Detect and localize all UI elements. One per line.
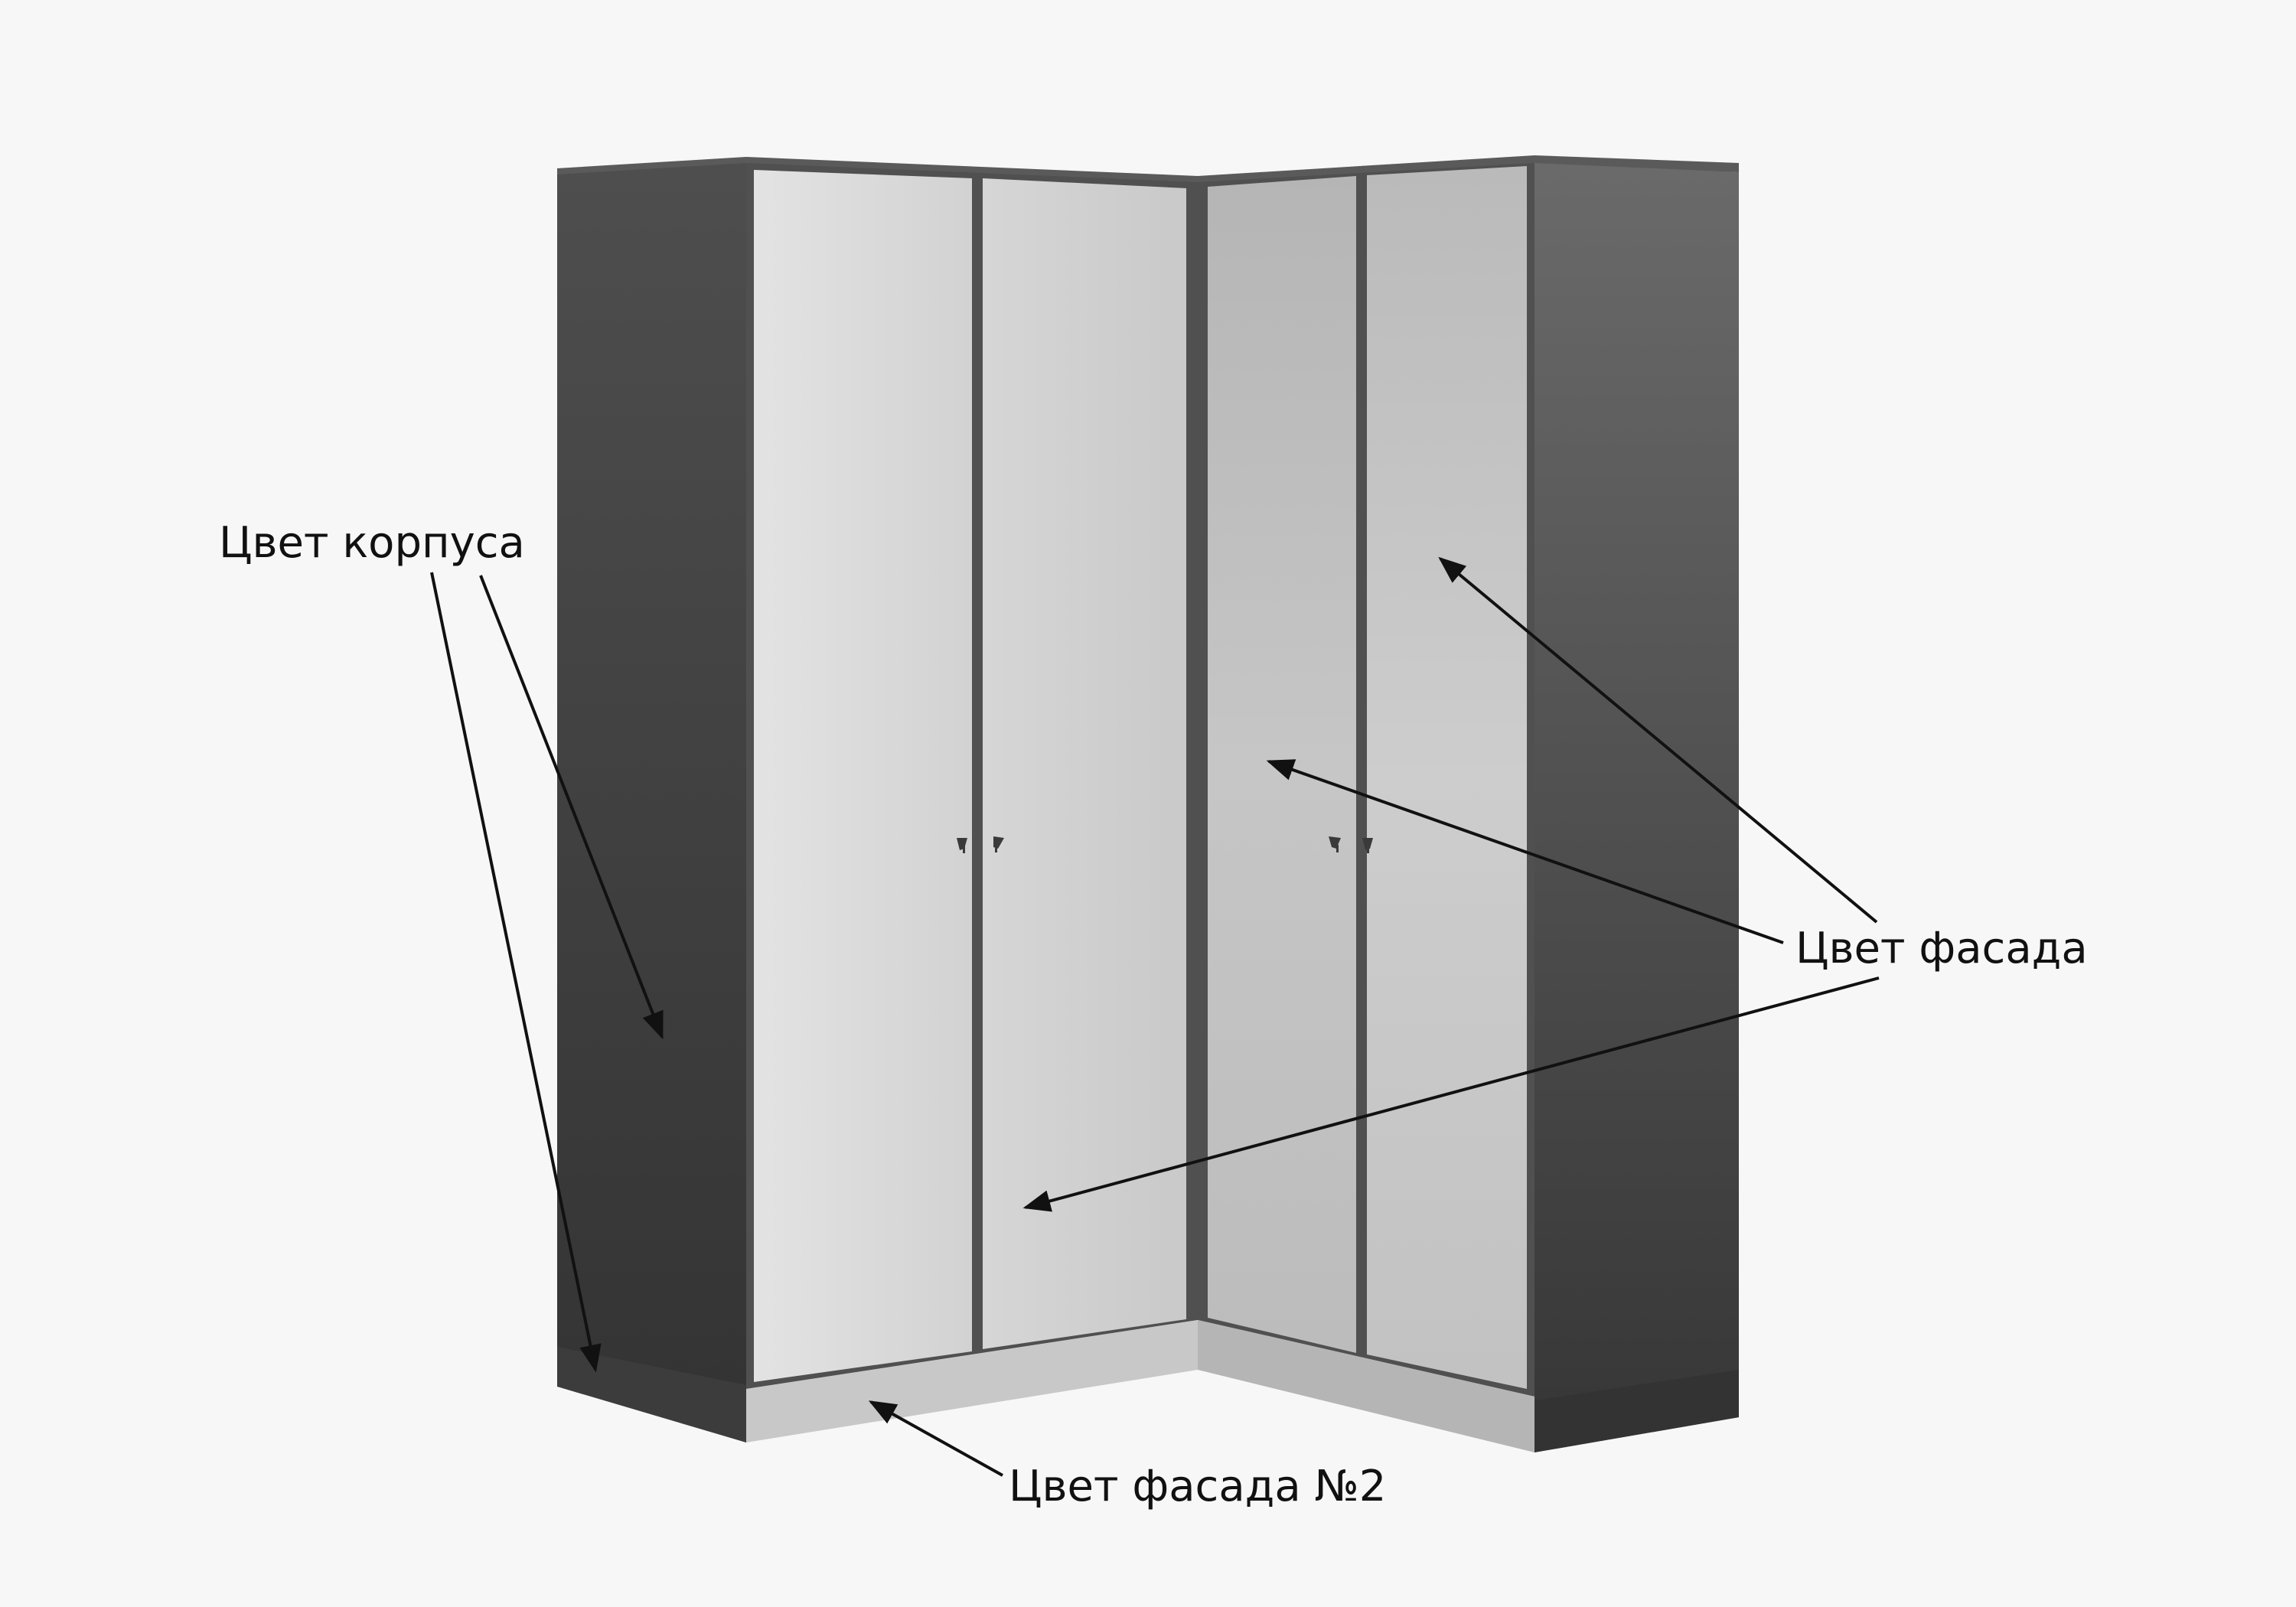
- arrow-body-to-side: [479, 575, 664, 1040]
- handle-right-pair: [1329, 836, 1373, 853]
- arrow-facade2-to-plinth: [868, 1400, 1003, 1477]
- right-door-2: [1367, 166, 1527, 1389]
- left-door-1: [754, 170, 972, 1382]
- facade-color-2-label: Цвет фасада №2: [1009, 1462, 1387, 1511]
- right-plinth: [1534, 1370, 1739, 1452]
- left-side-panel: [557, 163, 746, 1442]
- body-color-label: Цвет корпуса: [219, 518, 525, 568]
- front-plinth-right: [1198, 1320, 1534, 1452]
- right-side-panel: [1534, 163, 1739, 1452]
- handle-left-pair: [957, 836, 1004, 853]
- left-plinth: [557, 1347, 746, 1442]
- arrow-facade-to-right-door-2: [1438, 556, 1878, 924]
- facade-color-label: Цвет фасада: [1795, 924, 2088, 973]
- front-plinth-left: [746, 1320, 1198, 1442]
- arrow-body-to-plinth: [430, 572, 602, 1373]
- arrow-facade-to-left-door-2: [1022, 976, 1880, 1212]
- left-door-2: [983, 178, 1186, 1349]
- top-edge-right: [1198, 155, 1739, 185]
- arrow-facade-to-right-door-1: [1266, 759, 1784, 944]
